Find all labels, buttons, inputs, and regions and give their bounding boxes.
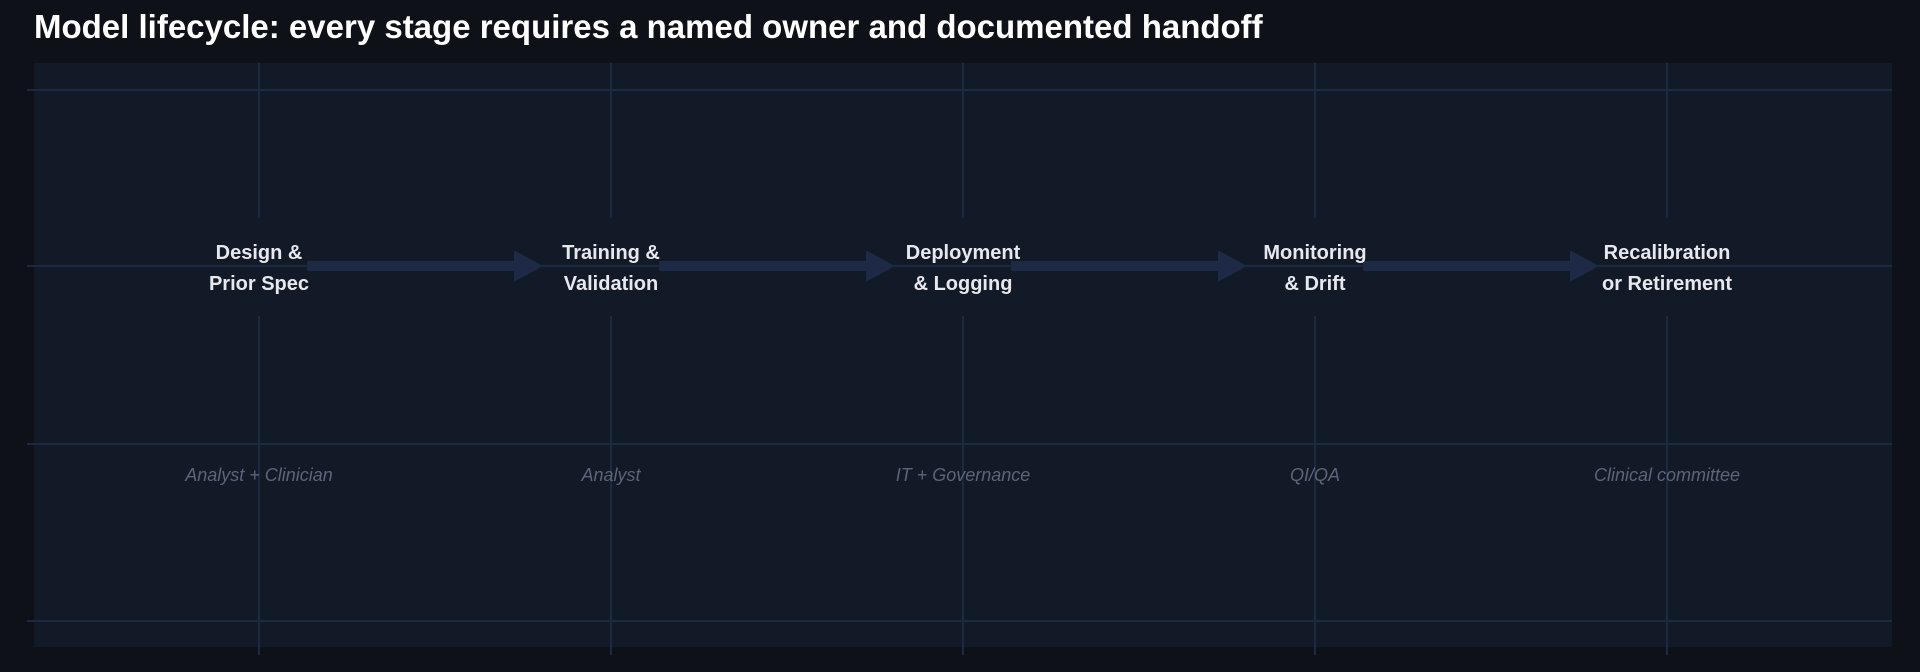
- stage-label-line: & Logging: [914, 273, 1013, 295]
- stage-label-line: Validation: [564, 273, 658, 295]
- stage-label-line: Training &: [562, 242, 660, 264]
- stage-label: Monitoring & Drift: [1263, 242, 1366, 295]
- stage-owner-label: IT + Governance: [896, 465, 1031, 485]
- handoff-arrow-head: [866, 251, 894, 281]
- stage-owner-label: Clinical committee: [1594, 465, 1740, 485]
- stage-label: Training & Validation: [562, 242, 660, 295]
- handoff-arrows: [307, 251, 1598, 281]
- stage-label-line: or Retirement: [1602, 273, 1732, 295]
- stage-label-line: & Drift: [1284, 273, 1345, 295]
- stage-owner-label: Analyst + Clinician: [184, 465, 333, 485]
- handoff-arrow-head: [514, 251, 542, 281]
- handoff-arrow-head: [1218, 251, 1246, 281]
- stage-owner-label: Analyst: [580, 465, 641, 485]
- stage-label-line: Prior Spec: [209, 273, 309, 295]
- stage-owner-label: QI/QA: [1290, 465, 1340, 485]
- stage-label-line: Deployment: [906, 242, 1021, 264]
- stage-label-line: Recalibration: [1604, 242, 1731, 264]
- handoff-arrow-head: [1570, 251, 1598, 281]
- stage-label: Recalibration or Retirement: [1602, 242, 1732, 295]
- stage-label-line: Monitoring: [1263, 242, 1366, 264]
- diagram-title: Model lifecycle: every stage requires a …: [34, 8, 1263, 45]
- stage-label-line: Design &: [216, 242, 303, 264]
- stage-node: Deployment & Logging IT + Governance: [896, 242, 1031, 485]
- grid-lines: [27, 63, 1892, 655]
- stage-label: Design & Prior Spec: [209, 242, 309, 295]
- stage-label: Deployment & Logging: [906, 242, 1021, 295]
